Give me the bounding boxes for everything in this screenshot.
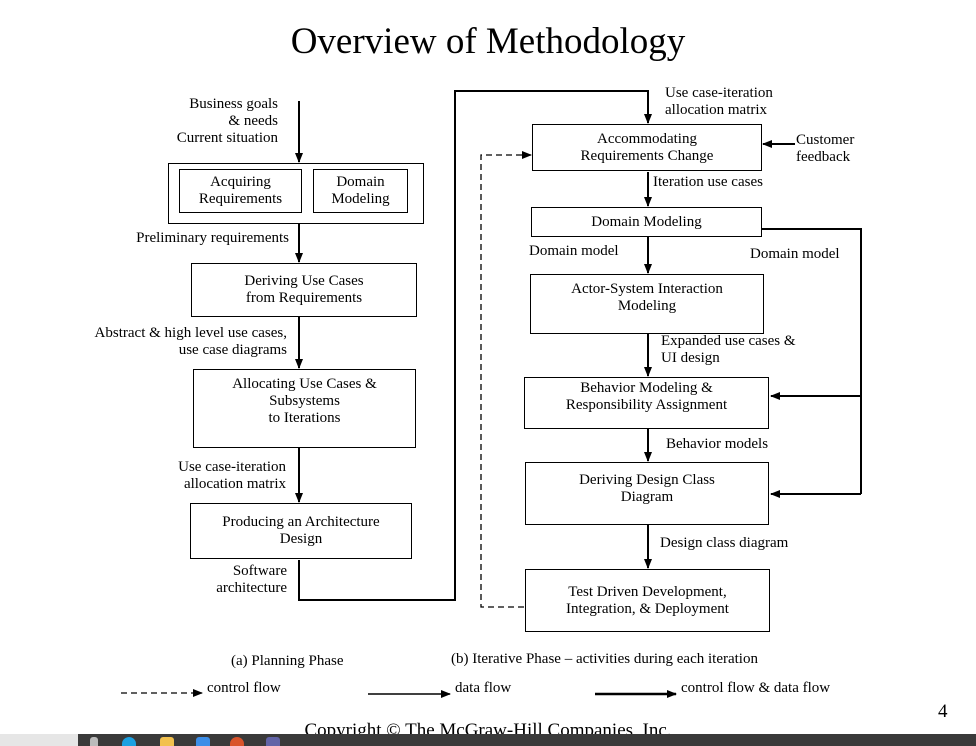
deriving-use-cases-box: Deriving Use Cases from Requirements	[191, 263, 417, 317]
label-use-case-iteration-right: Use case-iteration	[665, 85, 773, 101]
test-driven-development-box: Test Driven Development, Integration, & …	[525, 569, 770, 632]
teams-icon[interactable]	[266, 737, 280, 746]
label-needs: & needs	[228, 113, 278, 129]
label-current-situation: Current situation	[176, 130, 278, 146]
label-software: Software	[232, 563, 287, 579]
taskbar	[0, 734, 976, 746]
label-customer: Customer	[796, 132, 855, 148]
label-use-case-diagrams: use case diagrams	[178, 342, 287, 358]
label-allocation-matrix-left: allocation matrix	[183, 476, 286, 492]
label-expanded-use-cases: Expanded use cases &	[661, 333, 796, 349]
powerpoint-icon[interactable]	[230, 737, 244, 746]
file-explorer-icon[interactable]	[160, 737, 174, 746]
label-iteration-use-cases: Iteration use cases	[653, 174, 763, 190]
design-class-diagram-box: Deriving Design Class Diagram	[525, 462, 769, 525]
edge-browser-icon[interactable]	[122, 737, 136, 746]
store-icon[interactable]	[196, 737, 210, 746]
label-preliminary-requirements: Preliminary requirements	[136, 230, 289, 246]
label-business-goals: Business goals	[189, 96, 278, 112]
label-domain-model-left: Domain model	[529, 243, 619, 259]
taskbar-search-area[interactable]	[0, 734, 78, 746]
control-flow-feedback-line	[480, 151, 532, 608]
label-design-class-diagram: Design class diagram	[660, 535, 789, 551]
behavior-modeling-box: Behavior Modeling & Responsibility Assig…	[524, 377, 769, 429]
domain-modeling-planning-box: Domain Modeling	[313, 169, 408, 213]
acquiring-requirements-box: Acquiring Requirements	[179, 169, 302, 213]
label-ui-design: UI design	[661, 350, 720, 366]
task-view-icon[interactable]	[90, 737, 98, 746]
label-architecture: architecture	[216, 580, 287, 596]
label-abstract-use-cases: Abstract & high level use cases,	[94, 325, 287, 341]
domain-modeling-iterative-box: Domain Modeling	[531, 207, 762, 237]
caption-planning-phase: (a) Planning Phase	[231, 653, 344, 669]
label-use-case-iteration-left: Use case-iteration	[178, 459, 286, 475]
page-number: 4	[938, 701, 948, 722]
accommodating-requirements-box: Accommodating Requirements Change	[532, 124, 762, 171]
label-allocation-matrix-right: allocation matrix	[665, 102, 768, 118]
label-feedback: feedback	[796, 149, 851, 165]
caption-iterative-phase: (b) Iterative Phase – activities during …	[451, 651, 758, 667]
legend-control-data-flow-label: control flow & data flow	[681, 680, 831, 696]
actor-system-interaction-box: Actor-System Interaction Modeling	[530, 274, 764, 334]
legend-data-flow-label: data flow	[455, 680, 512, 696]
arrow-software-architecture	[298, 90, 652, 601]
domain-model-right-line	[762, 228, 862, 494]
legend-control-flow-label: control flow	[207, 680, 281, 696]
label-behavior-models: Behavior models	[666, 436, 769, 452]
slide-title: Overview of Methodology	[290, 21, 686, 62]
allocating-use-cases-box: Allocating Use Cases & Subsystems to Ite…	[193, 369, 416, 448]
label-domain-model-right: Domain model	[750, 246, 840, 262]
architecture-design-box: Producing an Architecture Design	[190, 503, 412, 559]
